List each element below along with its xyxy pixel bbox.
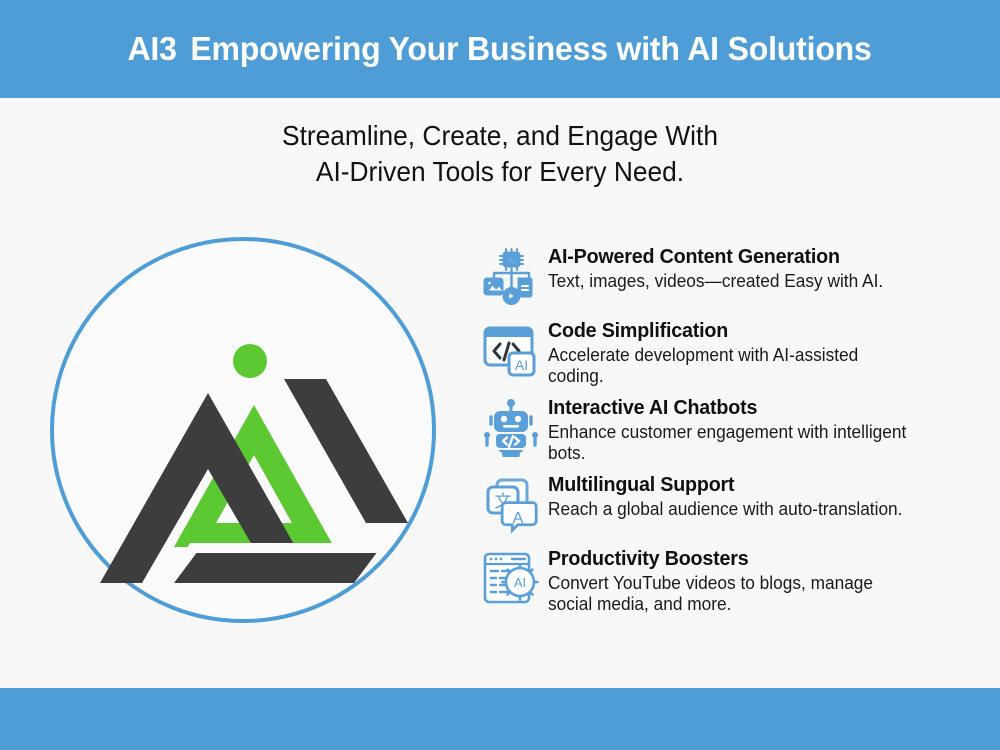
feature-text: Interactive AI Chatbots Enhance customer…	[542, 395, 940, 464]
logo-dark-stroke	[284, 379, 408, 523]
svg-text:AI: AI	[514, 575, 526, 590]
feature-text: Code Simplification Accelerate developme…	[542, 318, 940, 387]
feature-text: AI-Powered Content Generation Text, imag…	[542, 244, 940, 292]
feature-item[interactable]: 文 A Multilingual Support Reach a global …	[480, 472, 940, 538]
logo-base-separator	[184, 543, 386, 553]
feature-description: Enhance customer engagement with intelli…	[548, 422, 907, 463]
feature-title: AI-Powered Content Generation	[548, 245, 840, 268]
logo-circle	[50, 237, 436, 623]
header-banner: AI3 Empowering Your Business with AI Solu…	[0, 0, 1000, 98]
feature-list: Ai	[480, 244, 940, 615]
feature-description: Accelerate development with AI-assisted …	[548, 345, 859, 386]
subtitle: Streamline, Create, and Engage With AI-D…	[30, 118, 970, 190]
feature-description: Convert YouTube videos to blogs, manage …	[548, 573, 874, 614]
svg-text:AI: AI	[515, 357, 528, 373]
page-title: AI3 Empowering Your Business with AI Solu…	[128, 30, 872, 68]
feature-text: Multilingual Support Reach a global audi…	[542, 472, 940, 520]
logo-green-dot	[233, 344, 267, 378]
header-title-text: Empowering Your Business with AI Solutio…	[190, 30, 873, 67]
feature-title: Interactive AI Chatbots	[548, 396, 758, 419]
multilingual-translation-icon: 文 A	[480, 472, 542, 538]
feature-item[interactable]: Interactive AI Chatbots Enhance customer…	[480, 395, 940, 464]
logo-dark-triangle	[100, 393, 316, 583]
feature-description: Reach a global audience with auto-transl…	[548, 499, 903, 519]
productivity-gear-icon: AI	[480, 546, 542, 612]
feature-title: Productivity Boosters	[548, 547, 749, 570]
svg-text:A: A	[513, 510, 524, 527]
feature-text: Productivity Boosters Convert YouTube vi…	[542, 546, 940, 615]
feature-title: Code Simplification	[548, 319, 729, 342]
footer-banner	[0, 688, 1000, 750]
logo-dark-base	[174, 551, 378, 583]
feature-item[interactable]: AI Code Simplification Accelerate develo…	[480, 318, 940, 387]
brand-name: AI3	[127, 30, 178, 67]
code-simplification-icon: AI	[480, 318, 542, 384]
feature-title: Multilingual Support	[548, 473, 735, 496]
subtitle-line-2: AI-Driven Tools for Every Need.	[315, 156, 685, 187]
ai3-logo	[100, 344, 408, 583]
ai-content-generation-icon: Ai	[480, 244, 542, 310]
feature-item[interactable]: AI Productivity Boosters Convert YouTube…	[480, 546, 940, 615]
feature-description: Text, images, videos—created Easy with A…	[548, 271, 884, 291]
ai-chatbot-icon	[480, 395, 542, 461]
feature-item[interactable]: Ai	[480, 244, 940, 310]
svg-text:Ai: Ai	[507, 256, 516, 266]
subtitle-line-1: Streamline, Create, and Engage With	[282, 120, 718, 151]
